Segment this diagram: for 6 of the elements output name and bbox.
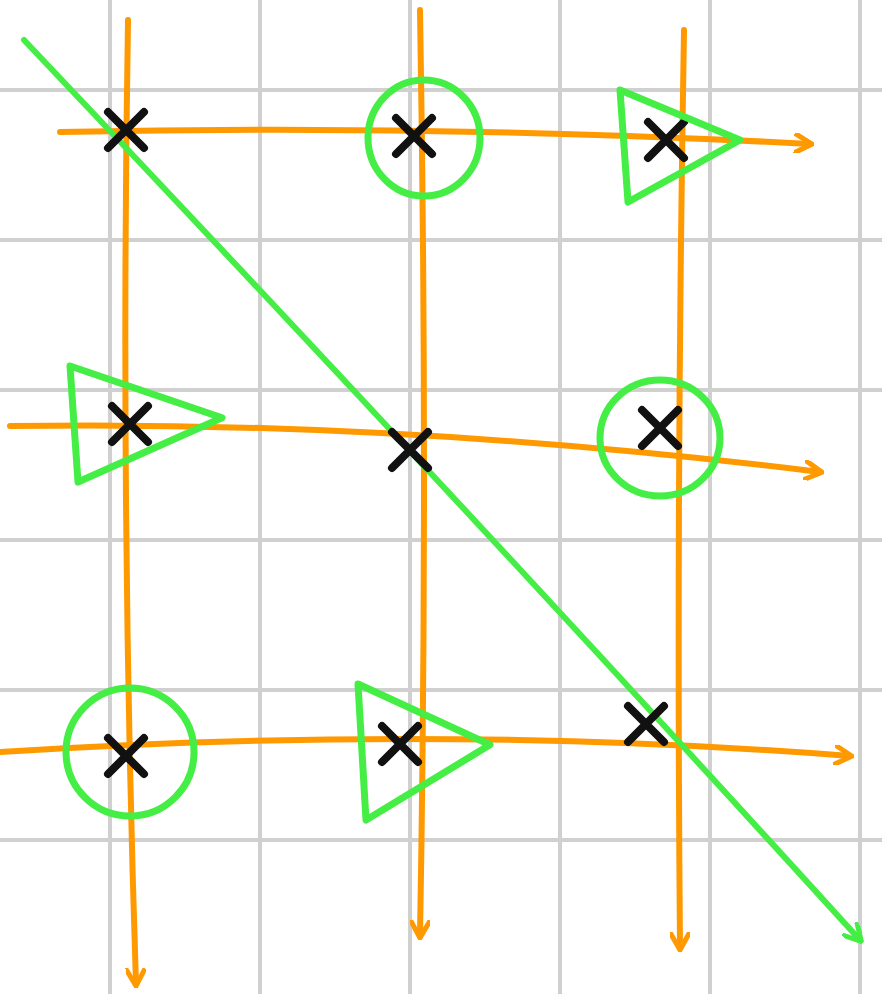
hand-drawn-triangle: [354, 680, 494, 824]
hand-drawn-triangle: [616, 86, 744, 206]
hand-drawn-circle: [62, 684, 198, 820]
hand-drawn-circle: [596, 376, 724, 500]
hand-drawn-triangle: [66, 362, 226, 486]
hand-drawn-circle: [364, 76, 484, 200]
